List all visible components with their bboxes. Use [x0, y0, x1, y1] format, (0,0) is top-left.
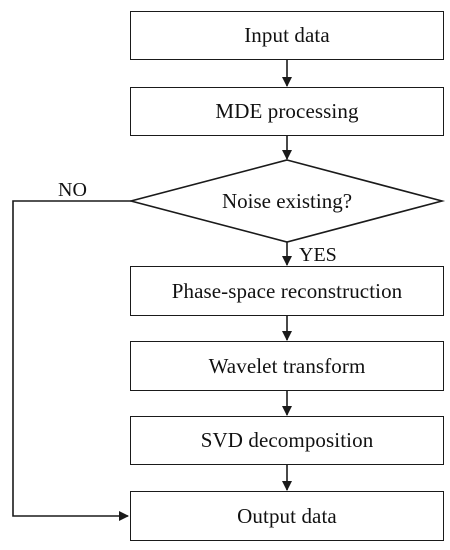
svd-decomposition-label: SVD decomposition: [200, 428, 374, 452]
phase-space-reconstruction-label: Phase-space reconstruction: [171, 278, 403, 303]
wavelet-transform-box: Wavelet transform: [130, 341, 444, 391]
output-data-label: Output data: [237, 503, 337, 528]
mde-processing-label: MDE processing: [215, 99, 359, 123]
wavelet-transform-label: Wavelet transform: [208, 353, 366, 378]
yes-branch-label: YES: [299, 244, 337, 266]
noise-existing-label: Noise existing?: [221, 188, 353, 213]
input-data-box: Input data: [130, 11, 444, 60]
output-data-box: Output data: [130, 491, 444, 541]
phase-space-reconstruction-box: Phase-space reconstruction: [130, 266, 444, 316]
input-data-label: Input data: [244, 23, 330, 47]
mde-processing-box: MDE processing: [130, 87, 444, 136]
arrow-no-path-to-output: [12, 200, 131, 521]
svd-decomposition-box: SVD decomposition: [130, 416, 444, 465]
no-branch-label: NO: [58, 179, 87, 201]
